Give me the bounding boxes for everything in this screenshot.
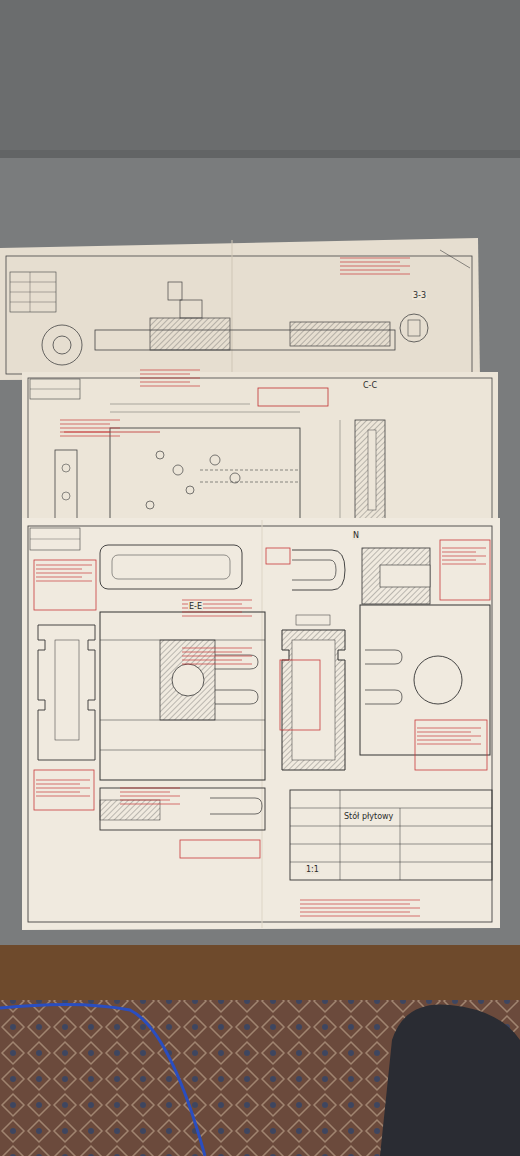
red-note-stroke xyxy=(36,573,92,574)
red-note-stroke xyxy=(442,556,486,557)
red-note-stroke xyxy=(36,577,82,578)
red-note-stroke xyxy=(60,428,120,429)
red-note-stroke xyxy=(340,258,410,259)
view-label: E-E xyxy=(188,603,203,611)
red-note-stroke xyxy=(120,800,170,801)
red-note-stroke xyxy=(36,565,92,566)
red-note-stroke xyxy=(120,804,180,805)
red-note-stroke xyxy=(442,564,486,565)
view-label: 3-3 xyxy=(412,292,427,300)
red-note-stroke xyxy=(442,548,486,549)
red-note-stroke xyxy=(36,581,92,582)
red-note-stroke xyxy=(140,382,190,383)
red-note-stroke xyxy=(182,660,242,661)
red-note-stroke xyxy=(182,648,252,649)
red-note-stroke xyxy=(417,728,481,729)
view-label: N xyxy=(352,532,360,540)
red-note-stroke xyxy=(120,796,180,797)
red-note-stroke xyxy=(340,262,400,263)
red-note-stroke xyxy=(140,386,200,387)
red-note-stroke xyxy=(60,420,120,421)
red-note-stroke xyxy=(340,270,400,271)
red-note-stroke xyxy=(182,664,252,665)
red-note-stroke xyxy=(182,656,252,657)
red-note-stroke xyxy=(300,912,410,913)
red-note-stroke xyxy=(442,560,476,561)
red-note-stroke xyxy=(442,552,476,553)
red-note-stroke xyxy=(36,780,90,781)
red-note-stroke xyxy=(300,916,420,917)
red-note-stroke xyxy=(300,900,420,901)
red-note-stroke xyxy=(182,600,252,601)
red-note-stroke xyxy=(417,732,471,733)
drawing-title: Stół płytowy xyxy=(341,810,396,823)
view-label: 1:1 xyxy=(305,866,320,874)
red-note-stroke xyxy=(60,424,110,425)
red-note-stroke xyxy=(417,736,481,737)
red-note-stroke xyxy=(140,370,200,371)
view-label: C-C xyxy=(362,382,378,390)
red-note-stroke xyxy=(140,374,190,375)
red-note-stroke xyxy=(340,274,410,275)
red-note-stroke xyxy=(36,784,80,785)
red-note-stroke xyxy=(60,436,120,437)
red-note-stroke xyxy=(182,612,242,613)
red-note-stroke xyxy=(300,904,410,905)
red-note-stroke xyxy=(120,792,170,793)
red-note-stroke xyxy=(36,569,82,570)
red-note-stroke xyxy=(417,744,481,745)
red-note-stroke xyxy=(60,432,110,433)
red-note-stroke xyxy=(417,740,471,741)
red-note-stroke xyxy=(36,792,80,793)
red-note-stroke xyxy=(120,788,180,789)
red-note-stroke xyxy=(340,266,410,267)
red-note-stroke xyxy=(182,652,242,653)
red-note-stroke xyxy=(182,616,252,617)
red-note-stroke xyxy=(140,378,200,379)
red-note-stroke xyxy=(300,908,420,909)
red-note-stroke xyxy=(36,788,90,789)
red-note-stroke xyxy=(36,796,90,797)
title-block-field: Stół płytowy xyxy=(341,810,396,823)
